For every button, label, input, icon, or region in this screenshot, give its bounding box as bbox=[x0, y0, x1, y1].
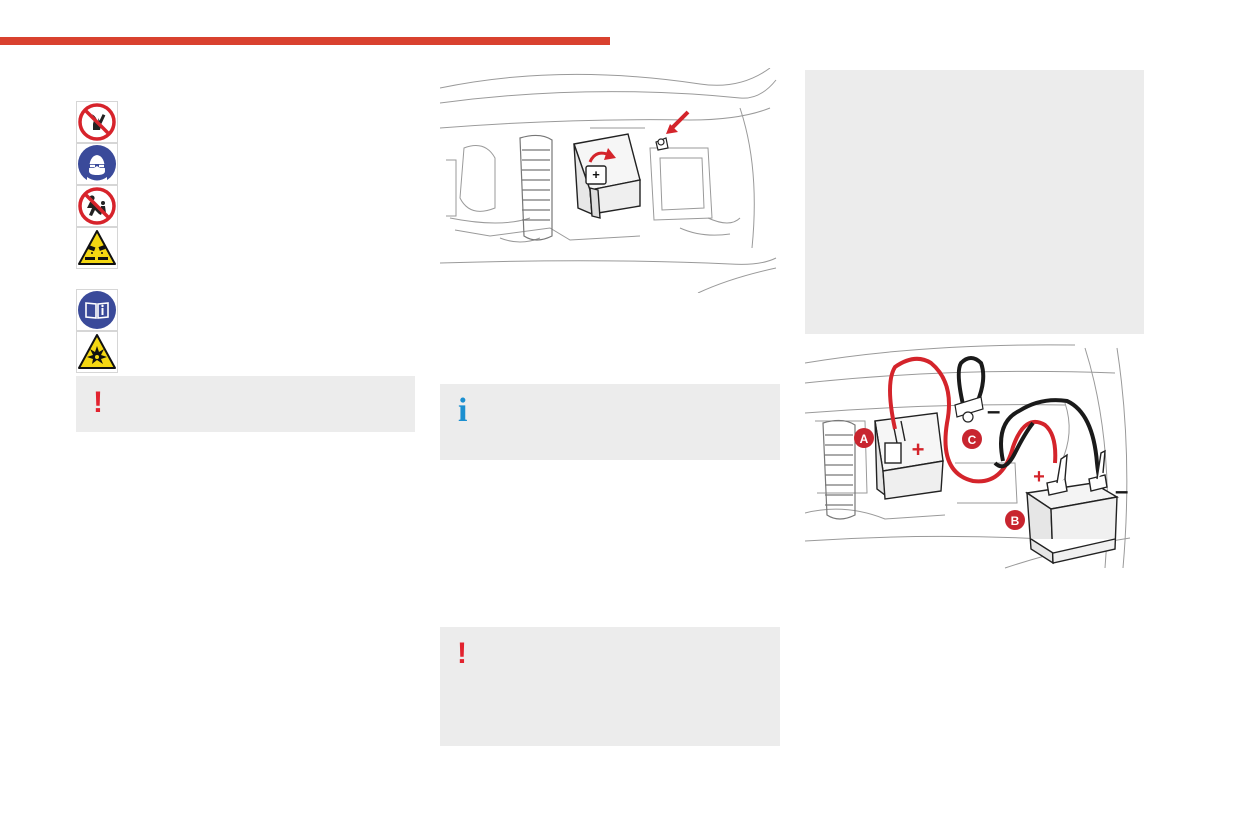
warning-exclamation-icon: ! bbox=[457, 637, 467, 670]
info-icon: i bbox=[458, 392, 468, 429]
jump-start-illustration: + – + – A B C bbox=[805, 343, 1135, 573]
minus-sign-b: – bbox=[1115, 478, 1128, 505]
read-manual-icon bbox=[76, 289, 118, 331]
plus-sign-a: + bbox=[912, 437, 925, 462]
no-flames-no-smoking-icon bbox=[76, 101, 118, 143]
callout-c: C bbox=[968, 433, 977, 447]
minus-sign-c: – bbox=[987, 398, 1000, 425]
warning-note-box-middle: ! bbox=[440, 627, 780, 746]
battery-location-illustration: + bbox=[440, 68, 780, 293]
info-note-box: i bbox=[440, 384, 780, 460]
warning-exclamation-icon: ! bbox=[93, 386, 103, 419]
keep-children-away-icon bbox=[76, 185, 118, 227]
wear-eye-protection-icon bbox=[76, 143, 118, 185]
svg-text:+: + bbox=[592, 167, 600, 182]
corrosive-acid-warning-icon bbox=[76, 227, 118, 269]
right-note-box bbox=[805, 70, 1144, 334]
explosive-gas-warning-icon bbox=[76, 331, 118, 373]
header-accent-bar bbox=[0, 37, 610, 45]
warning-note-box: ! bbox=[76, 376, 415, 432]
callout-b: B bbox=[1011, 514, 1020, 528]
callout-a: A bbox=[860, 432, 869, 446]
plus-sign-b: + bbox=[1033, 466, 1045, 488]
